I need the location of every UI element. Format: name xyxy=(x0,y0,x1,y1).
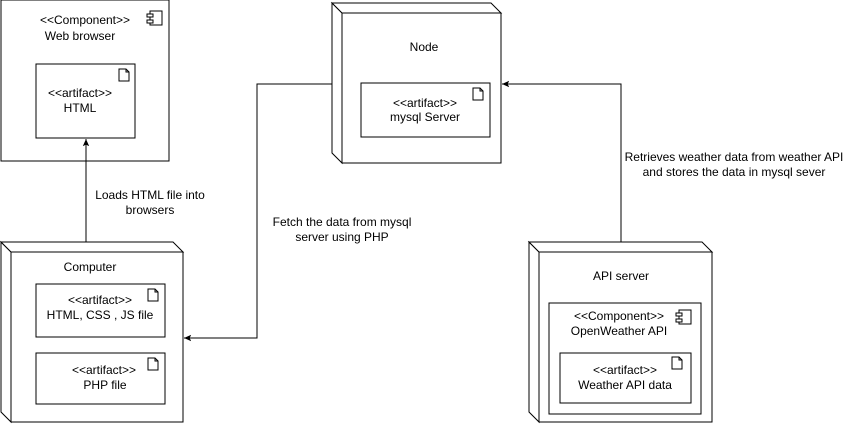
node-box xyxy=(330,1,503,165)
openweather-stereotype: <<Component>> xyxy=(573,309,665,323)
artifact-document-icon xyxy=(472,87,484,101)
edge-retrieves-label-line1: Retrieves weather data from weather API xyxy=(624,150,844,164)
artifact-document-icon xyxy=(147,357,159,371)
edge-retrieves-label-line2: and stores the data in mysql sever xyxy=(642,165,826,179)
edge-loads-html-label-line1: Loads HTML file into xyxy=(95,188,205,202)
edge-fetch-data-label-line2: server using PHP xyxy=(295,230,389,244)
web-browser-component xyxy=(0,0,170,162)
php-artifact-name: PHP file xyxy=(83,378,127,392)
artifact-document-icon xyxy=(118,68,130,82)
php-artifact-stereotype: <<artifact>> xyxy=(71,363,137,377)
mysql-artifact xyxy=(360,82,491,138)
html-css-js-name: HTML, CSS , JS file xyxy=(46,308,154,322)
html-artifact xyxy=(35,63,136,139)
edge-retrieves xyxy=(502,80,622,242)
computer-name: Computer xyxy=(63,260,117,274)
html-css-js-stereotype: <<artifact>> xyxy=(67,293,133,307)
mysql-artifact-name: mysql Server xyxy=(389,110,461,124)
node-name: Node xyxy=(409,40,439,54)
computer-node xyxy=(0,240,185,424)
html-artifact-name: HTML xyxy=(63,101,97,115)
html-artifact-stereotype: <<artifact>> xyxy=(47,86,113,100)
mysql-artifact-stereotype: <<artifact>> xyxy=(392,96,458,110)
weather-data-artifact xyxy=(559,352,692,404)
web-browser-stereotype: <<Component>> xyxy=(39,13,131,27)
weather-data-stereotype: <<artifact>> xyxy=(592,363,658,377)
api-server-name: API server xyxy=(592,269,650,283)
edge-loads-html-label-line2: browsers xyxy=(125,203,175,217)
html-css-js-artifact xyxy=(35,283,166,338)
api-server-node xyxy=(527,240,714,424)
component-icon xyxy=(146,10,163,26)
weather-data-name: Weather API data xyxy=(578,378,672,392)
component-icon xyxy=(675,309,692,325)
web-browser-name: Web browser xyxy=(44,29,116,43)
edge-fetch-data-label-line1: Fetch the data from mysql xyxy=(272,215,412,229)
edge-fetch-data xyxy=(184,83,332,342)
artifact-document-icon xyxy=(671,356,683,370)
openweather-name: OpenWeather API xyxy=(570,324,668,338)
php-artifact xyxy=(35,352,166,405)
artifact-document-icon xyxy=(147,288,159,302)
